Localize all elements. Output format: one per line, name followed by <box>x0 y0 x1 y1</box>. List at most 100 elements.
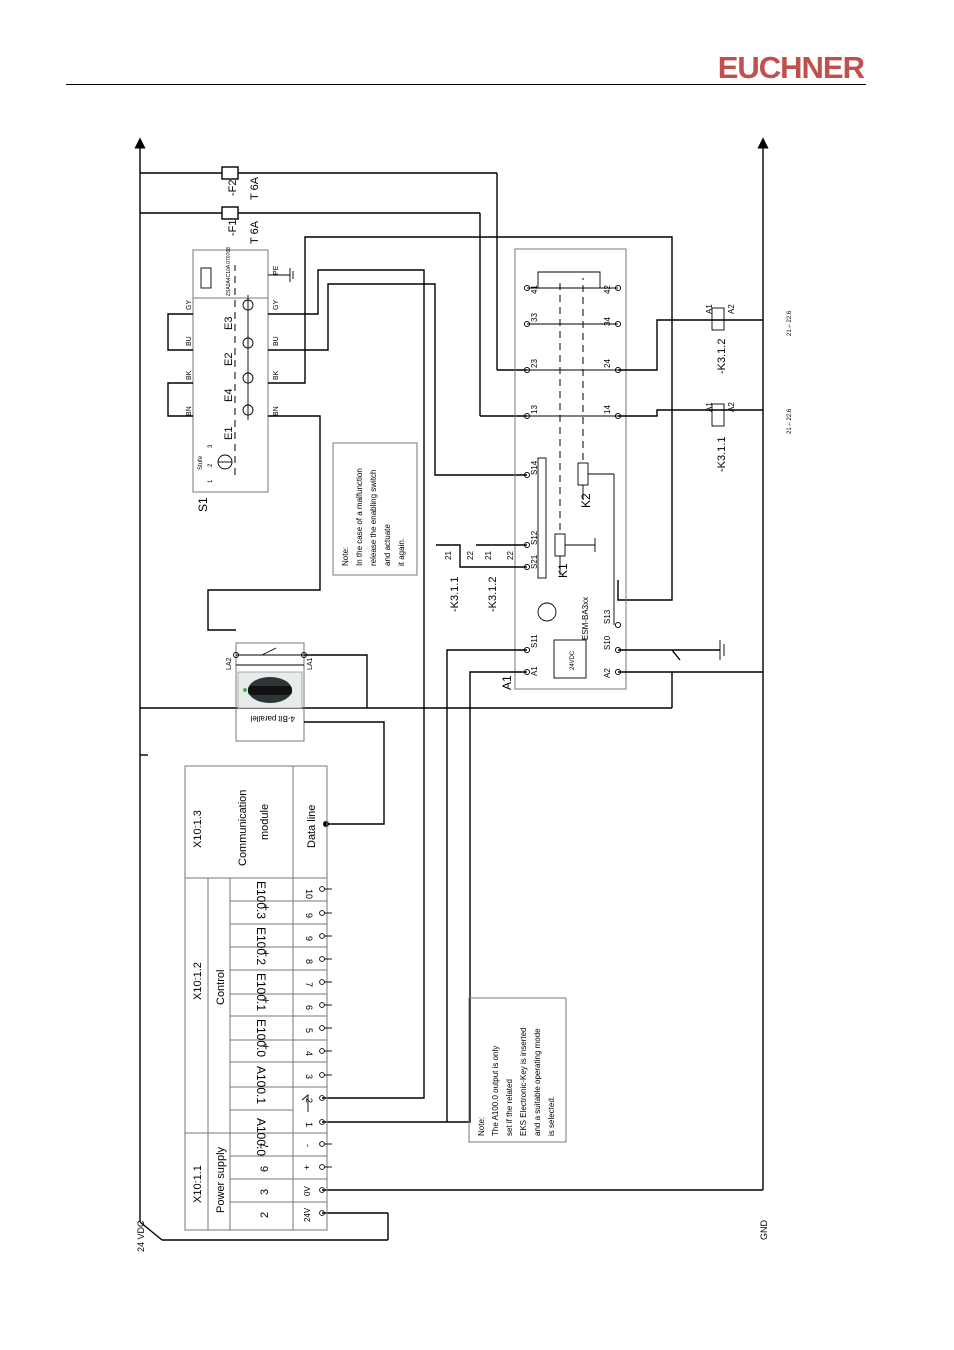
ctrl-e1001: E100.1 <box>254 973 268 1011</box>
k312-contact-label: -K3.1.2 <box>487 577 499 612</box>
group-x1013-title: Communication <box>237 790 249 866</box>
euchner-logo: EUCHNER <box>717 50 865 85</box>
k312-a1: A1 <box>705 304 714 314</box>
group-x1012-id: X10:1.2 <box>192 962 204 1000</box>
relay-model: ESM-BA3xx <box>581 597 590 640</box>
contact-e2: E2 <box>223 353 235 366</box>
coil-k312 <box>711 307 725 331</box>
label-gnd: GND <box>759 1220 769 1241</box>
term-s10: S10 <box>603 635 612 650</box>
label-24vdc: 24 VDC <box>136 1220 146 1252</box>
k311-a2: A2 <box>727 402 736 412</box>
c-24: 24 <box>603 359 612 368</box>
coil-k1 <box>554 533 566 557</box>
relay-supply: 24VDC <box>570 650 576 670</box>
c-41: 41 <box>530 285 539 294</box>
term-s14: S14 <box>530 460 539 475</box>
k311-a1: A1 <box>705 402 714 412</box>
note1-line5: it again. <box>397 538 406 566</box>
pnum-7: 7 <box>259 1143 271 1149</box>
pnum-3: 3 <box>259 1189 271 1195</box>
wire-gy: GY <box>186 300 193 310</box>
c-23: 23 <box>530 359 539 368</box>
note2-line4: EKS Electronic-Key is inserted <box>519 1028 528 1137</box>
ctrl-a1000: A100.0 <box>254 1118 268 1156</box>
wire-bu: BU <box>186 336 193 346</box>
wire-gy-r: GY <box>273 300 280 310</box>
control-rows: A100.0 A100.1 + E100.0 + E100.1 + E100.2… <box>254 881 273 1156</box>
eks-label: 4-Bit parallel <box>250 714 295 723</box>
s1-contacts <box>234 265 254 475</box>
note1-line1: Note: <box>341 547 350 566</box>
wire-bk: BK <box>186 370 193 380</box>
k312-a2: A2 <box>727 304 736 314</box>
relay-logo <box>537 602 557 622</box>
k1-label: K1 <box>556 563 570 578</box>
supply-rails: 24 VDC GND <box>134 137 769 1252</box>
ppin-minus: - <box>302 1144 312 1147</box>
contactor-contacts: -K3.1.1 -K3.1.2 21 22 21 22 <box>436 544 527 612</box>
pnum-6: 6 <box>259 1166 271 1172</box>
note1-line3: release the enabling switch <box>369 469 378 566</box>
k311-contact-label: -K3.1.1 <box>449 577 461 612</box>
terminal-circles <box>301 886 332 1216</box>
note1-line4: and actuate <box>383 524 392 566</box>
wire-bn: BN <box>186 406 193 416</box>
c-13: 13 <box>530 405 539 414</box>
ppin-0v: 0V <box>303 1186 312 1196</box>
wire-bu-r: BU <box>273 336 280 346</box>
safety-relay-a1: A1 ESM-BA3xx 24VDC S11 A1 S10 S13 A2 S14… <box>500 248 627 690</box>
pin-1: 1 <box>304 1122 314 1127</box>
relay-ref: A1 <box>500 675 514 690</box>
contact-e3: E3 <box>223 317 235 330</box>
stage-3: 3 <box>208 444 214 448</box>
k311-n22: 22 <box>466 551 475 560</box>
ctrl-plus-8: + <box>259 950 273 957</box>
stage-1: 1 <box>208 479 214 483</box>
note2-line5: and a suitable operating mode <box>533 1028 542 1136</box>
s1-part: ZSA2A4C10A 070768 <box>226 247 232 296</box>
fuse-section: -F2 T 6A -F1 T 6A <box>140 166 527 417</box>
k312-n21: 21 <box>484 551 493 560</box>
fuse-f2 <box>221 166 239 180</box>
note2-line1: Note: <box>477 1117 486 1136</box>
k312-ref: 21 ⌐ 22.6 <box>787 310 793 336</box>
terminal-block: X10:1.1 Power supply X10:1.2 Control X10… <box>184 765 332 1231</box>
c-34: 34 <box>603 317 612 326</box>
pin-8: 8 <box>304 959 314 964</box>
pin-9b: 9 <box>304 913 314 918</box>
fuse-f2-label: -F2 <box>227 180 239 197</box>
k311-ref: 21 ⌐ 22.6 <box>787 408 793 434</box>
term-a2: A2 <box>603 668 612 678</box>
c-42: 42 <box>603 285 612 294</box>
k311-coil-label: -K3.1.1 <box>716 437 728 472</box>
c-14: 14 <box>603 405 612 414</box>
contact-e4: E4 <box>223 389 235 402</box>
contact-e1: E1 <box>223 427 235 440</box>
relay-contact-rows <box>523 271 622 420</box>
pin-3: 3 <box>304 1074 314 1079</box>
pin-9a: 9 <box>304 936 314 941</box>
note2-line3: set if the related <box>505 1079 514 1136</box>
enabling-switch-s1: S1 Stufe 1 2 3 ZSA2A4C10A 070768 E1 E4 E… <box>167 247 294 512</box>
ctrl-a1001: A100.1 <box>254 1066 268 1104</box>
stage-2: 2 <box>208 463 214 467</box>
group-x1012-title: Control <box>215 970 227 1005</box>
data-line-label: Data line <box>306 805 318 848</box>
coil-k2 <box>577 462 589 486</box>
wire-bn-r: BN <box>273 406 280 416</box>
pin-6: 6 <box>304 1005 314 1010</box>
note2-line2: The A100.0 output is only <box>491 1046 500 1136</box>
fuse-f2-rating: T 6A <box>249 176 261 200</box>
ctrl-plus-6: + <box>259 997 273 1004</box>
ctrl-plus-4: + <box>259 1043 273 1050</box>
term-s12: S12 <box>530 530 539 545</box>
pin-4: 4 <box>304 1051 314 1056</box>
group-x1013-title2: module <box>259 804 271 840</box>
s1-ref: S1 <box>196 497 210 512</box>
ctrl-e1002: E100.2 <box>254 927 268 965</box>
ctrl-plus-9: + <box>259 904 273 911</box>
group-x1011-title: Power supply <box>215 1146 227 1213</box>
k2-label: K2 <box>579 493 593 508</box>
contactor-coils: A1 A2 A1 A2 -K3.1.1 -K3.1.2 21 ⌐ 22.6 21… <box>618 304 793 472</box>
